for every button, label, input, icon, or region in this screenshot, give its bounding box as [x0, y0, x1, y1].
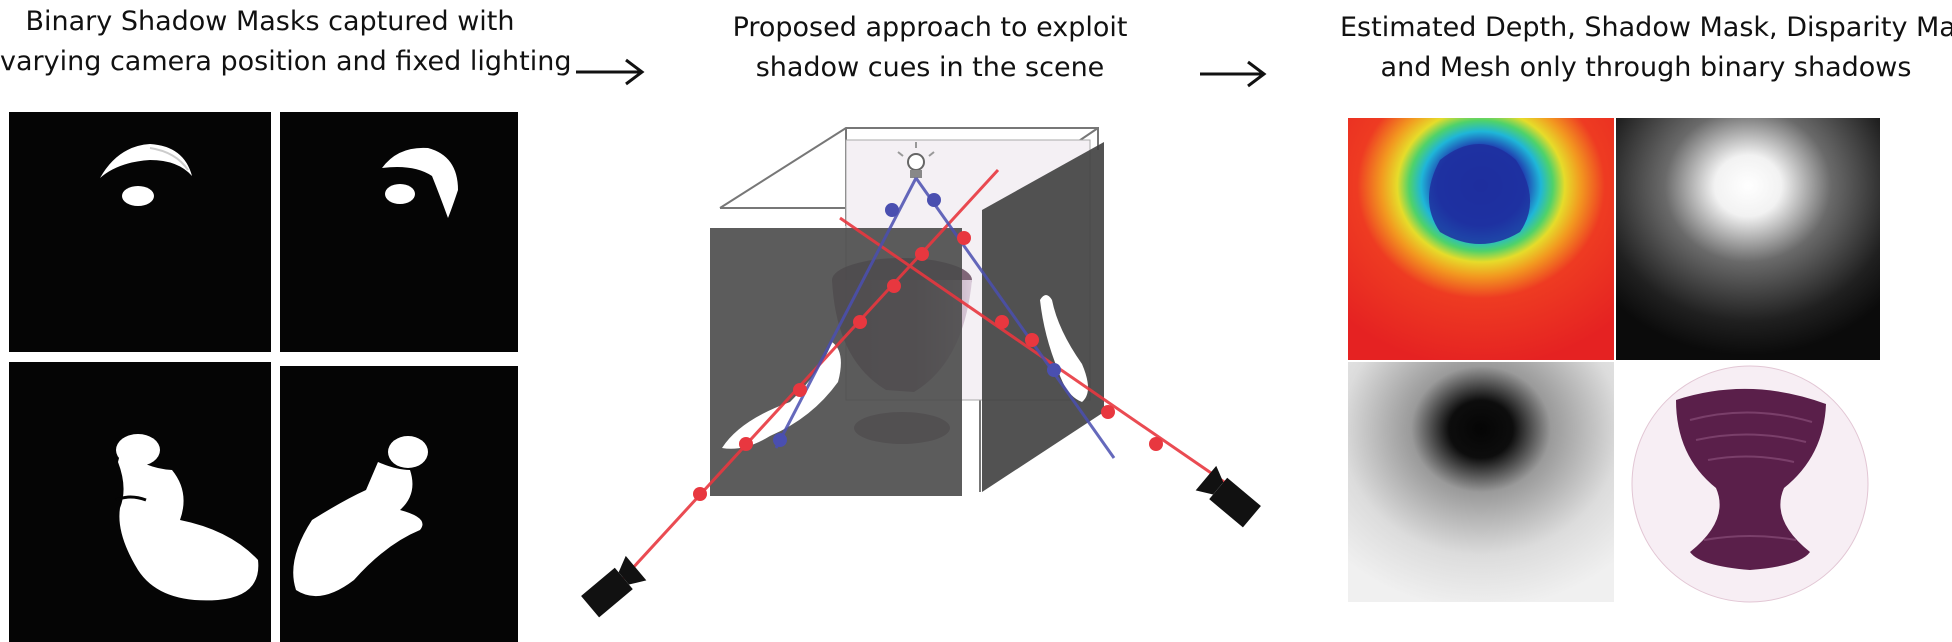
shadow-mask-1: [9, 112, 271, 352]
caption-line: Estimated Depth, Shadow Mask, Disparity …: [1340, 12, 1952, 43]
shadow-mask-3: [9, 362, 271, 642]
left-wall-shadow: [722, 342, 841, 449]
blue-rays: [774, 177, 1116, 459]
camera-icon: [1195, 465, 1261, 528]
caption-shadow-masks: Binary Shadow Masks captured with varyin…: [0, 2, 572, 82]
depth-map-core: [1429, 144, 1531, 244]
caption-line: shadow cues in the scene: [755, 52, 1105, 83]
shadow-mask-4: [280, 366, 518, 642]
results-grid: [1348, 118, 1880, 603]
shadow-mask-estimate: [1616, 118, 1880, 360]
caption-approach: Proposed approach to exploit shadow cues…: [700, 8, 1160, 88]
mesh-render: [1631, 365, 1869, 603]
arrow-right-1: [576, 58, 645, 86]
caption-line: Proposed approach to exploit: [732, 12, 1128, 43]
red-rays: [618, 168, 1231, 584]
camera-icon: [581, 555, 647, 618]
arrow-right-2: [1200, 60, 1267, 88]
right-wall-shadow: [1040, 295, 1088, 402]
shadow-mask-grid: [9, 112, 518, 642]
light-bulb-icon: [897, 142, 935, 178]
blue-ray-points: [773, 193, 1061, 447]
disparity-map: [1348, 362, 1614, 602]
caption-line: varying camera position and fixed lighti…: [0, 46, 572, 77]
red-ray-points: [693, 231, 1163, 501]
caption-line: Binary Shadow Masks captured with: [25, 6, 515, 37]
shadow-mask-2: [280, 112, 518, 352]
caption-results: Estimated Depth, Shadow Mask, Disparity …: [1340, 8, 1952, 88]
caption-line: and Mesh only through binary shadows: [1380, 52, 1912, 83]
scene-diagram: [581, 127, 1261, 618]
